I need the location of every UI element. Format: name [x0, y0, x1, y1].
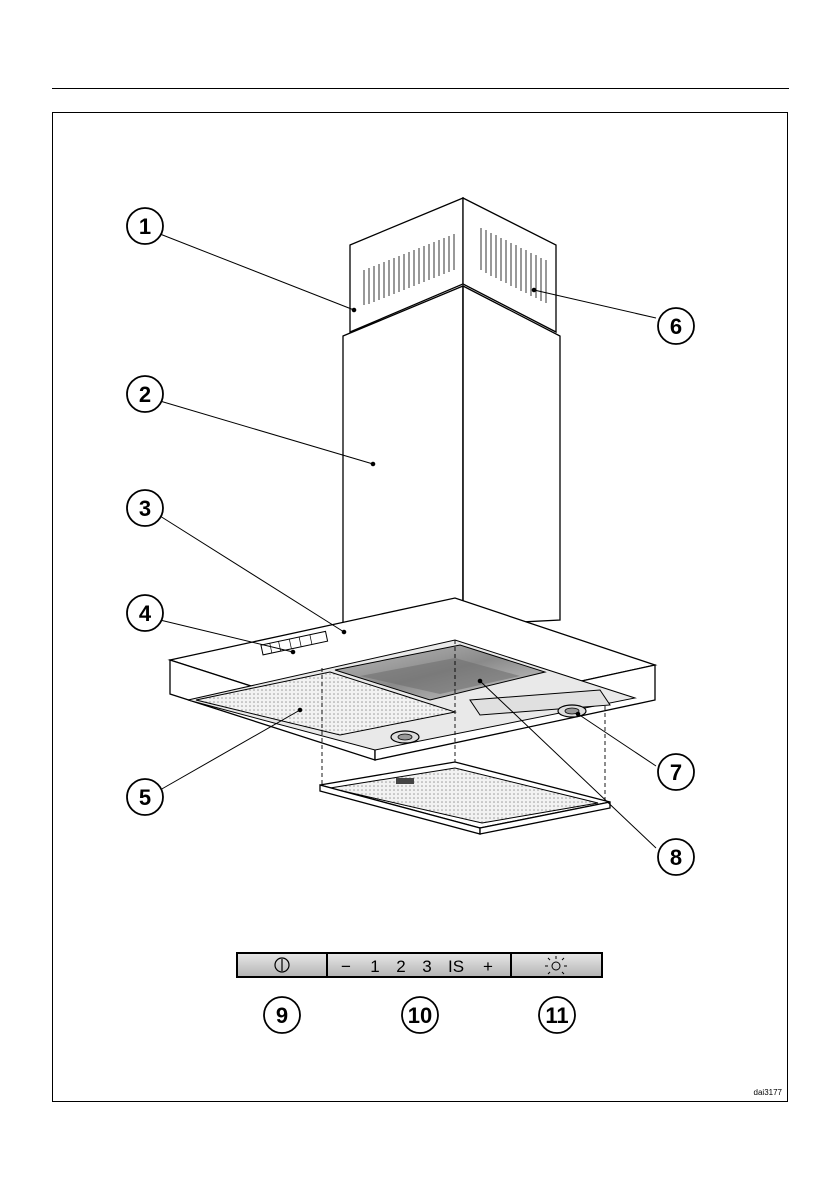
svg-text:8: 8	[670, 845, 682, 870]
speed-2-label[interactable]: 2	[396, 957, 405, 976]
control-panel: − 1 2 3 IS +	[236, 952, 603, 978]
callout-9: 9	[264, 997, 300, 1033]
fan-speed-buttons[interactable]: − 1 2 3 IS +	[328, 954, 510, 976]
minus-label[interactable]: −	[341, 957, 351, 976]
speed-1-label[interactable]: 1	[370, 957, 379, 976]
plus-label[interactable]: +	[483, 957, 493, 976]
power-button[interactable]	[238, 954, 326, 976]
svg-text:4: 4	[139, 601, 152, 626]
svg-text:3: 3	[139, 496, 151, 521]
callout-3: 3	[127, 490, 163, 526]
svg-text:11: 11	[545, 1003, 568, 1028]
hood-canopy	[170, 598, 655, 760]
speed-3-label[interactable]: 3	[422, 957, 431, 976]
callout-11: 11	[539, 997, 575, 1033]
svg-text:7: 7	[670, 760, 682, 785]
callout-8: 8	[658, 839, 694, 875]
callout-4: 4	[127, 595, 163, 631]
callout-10: 10	[402, 997, 438, 1033]
svg-text:10: 10	[408, 1003, 432, 1028]
intensive-label[interactable]: IS	[448, 957, 464, 976]
svg-text:9: 9	[276, 1003, 288, 1028]
figure-reference: dai3177	[754, 1088, 782, 1097]
svg-text:6: 6	[670, 314, 682, 339]
removed-grease-filter	[320, 762, 610, 834]
callout-7: 7	[658, 754, 694, 790]
svg-text:2: 2	[139, 382, 151, 407]
callout-1: 1	[127, 208, 163, 244]
light-button[interactable]	[512, 954, 601, 976]
callout-6: 6	[658, 308, 694, 344]
callout-5: 5	[127, 779, 163, 815]
svg-text:5: 5	[139, 785, 151, 810]
callout-2: 2	[127, 376, 163, 412]
svg-text:1: 1	[139, 214, 151, 239]
